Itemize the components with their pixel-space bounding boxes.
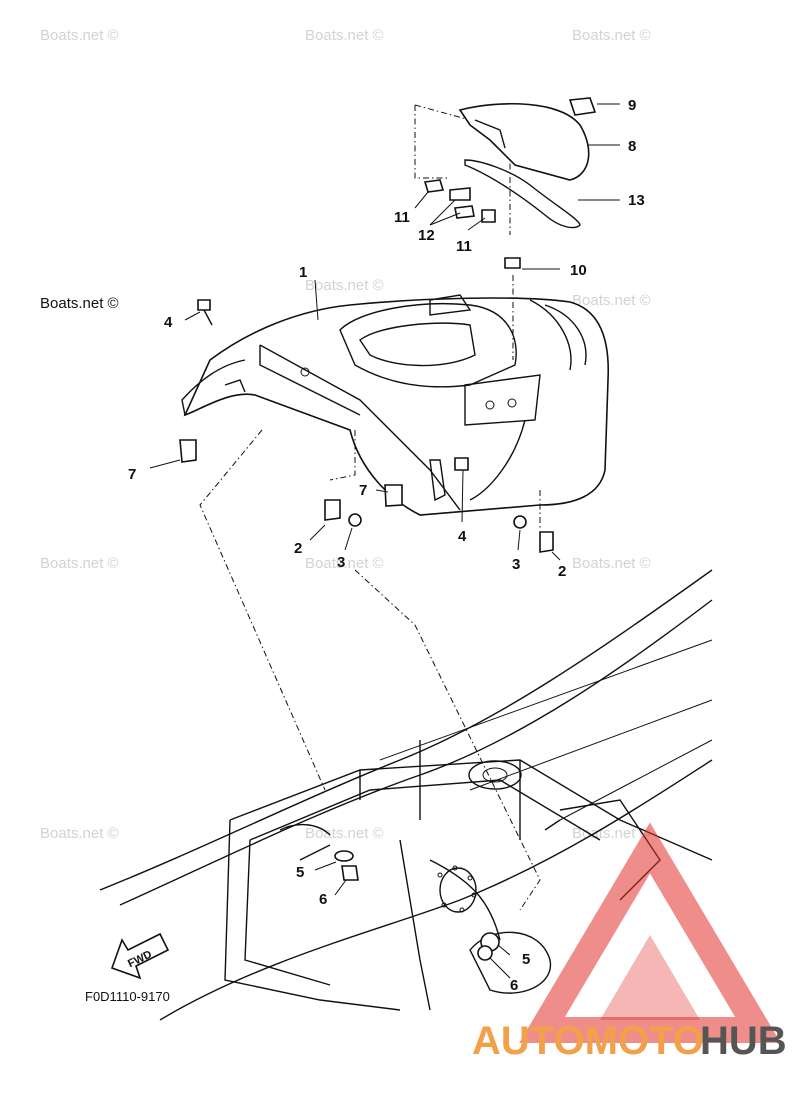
callout-12: 12 (418, 227, 435, 244)
callout-7b: 7 (359, 482, 367, 499)
callout-2a: 2 (294, 540, 302, 557)
callout-6b: 6 (510, 977, 518, 994)
small-parts (179, 97, 597, 881)
callout-7a: 7 (128, 466, 136, 483)
callout-10: 10 (570, 262, 587, 279)
callout-5b: 5 (522, 951, 530, 968)
callout-1: 1 (299, 264, 307, 281)
watermark-2: Boats.net © (305, 27, 384, 44)
watermark-3: Boats.net © (572, 27, 651, 44)
logo-text-hub: HUB (700, 1019, 787, 1063)
watermark-4: Boats.net © (305, 277, 384, 294)
watermark-dark: Boats.net © (40, 295, 119, 312)
callout-8: 8 (628, 138, 636, 155)
leader-lines (199, 104, 541, 911)
callout-9: 9 (628, 97, 636, 114)
fwd-arrow-icon: FWD (110, 932, 170, 980)
callout-11b: 11 (456, 238, 472, 255)
hull-deck (99, 569, 713, 1021)
callout-4b: 4 (458, 528, 467, 545)
diagram-code: F0D1110-9170 (85, 989, 170, 1004)
watermark-5: Boats.net © (572, 292, 651, 309)
automotohub-logo: AUTOMOTO HUB (472, 822, 787, 1063)
watermark-9: Boats.net © (40, 825, 119, 842)
watermarks: Boats.net © Boats.net © Boats.net © Boat… (40, 27, 651, 842)
callout-6a: 6 (319, 891, 327, 908)
watermark-6: Boats.net © (40, 555, 119, 572)
callout-5a: 5 (296, 864, 304, 881)
callouts: 9 8 13 10 11 12 11 1 4 7 7 4 2 3 3 2 5 6… (128, 97, 645, 994)
callout-3a: 3 (337, 554, 345, 571)
callout-lines (149, 103, 620, 979)
callout-2b: 2 (558, 563, 566, 580)
watermark-1: Boats.net © (40, 27, 119, 44)
watermark-11: Boats.net © (572, 825, 651, 842)
watermark-10: Boats.net © (305, 825, 384, 842)
callout-11a: 11 (394, 209, 410, 226)
watermark-7: Boats.net © (305, 555, 384, 572)
front-cover (181, 294, 610, 516)
watermark-8: Boats.net © (572, 555, 651, 572)
logo-text-automoto: AUTOMOTO (472, 1019, 704, 1063)
callout-4a: 4 (164, 314, 173, 331)
callout-3b: 3 (512, 556, 520, 573)
callout-13: 13 (628, 192, 645, 209)
